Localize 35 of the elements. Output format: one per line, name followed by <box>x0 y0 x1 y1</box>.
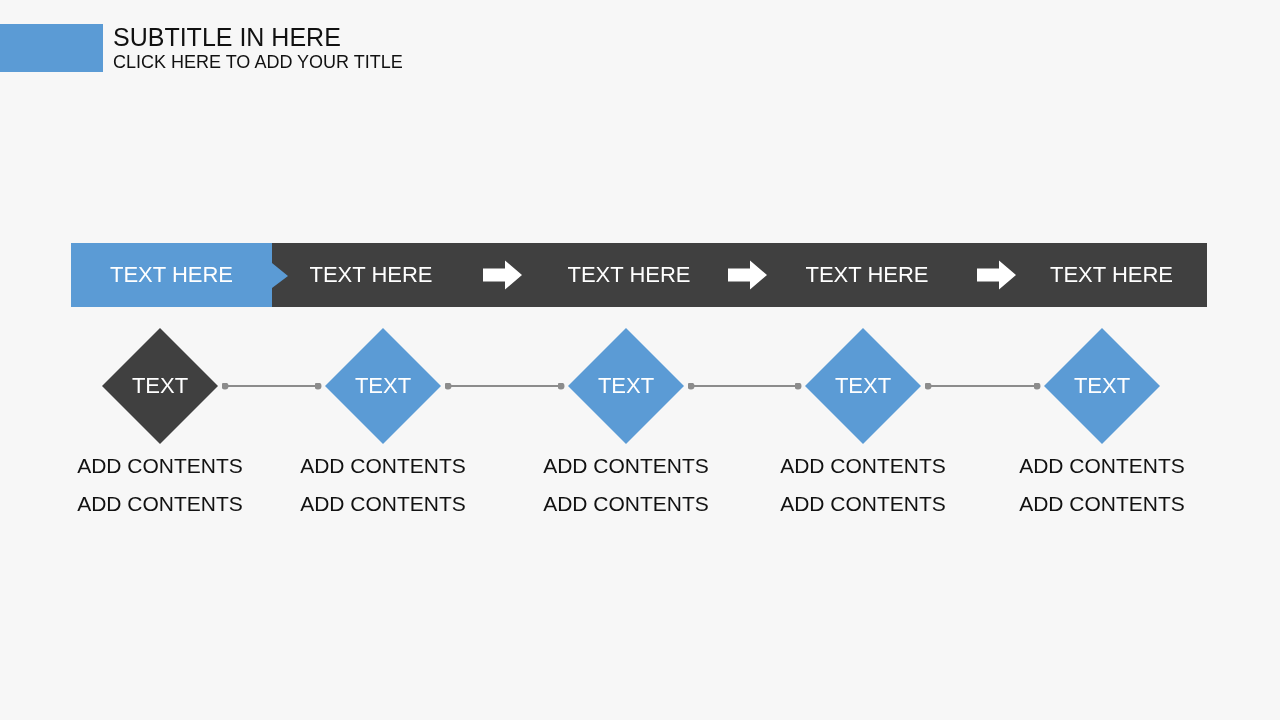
step-description: ADD CONTENTS <box>780 454 946 478</box>
diamond-label: TEXT <box>834 373 892 399</box>
connector-line <box>221 382 322 390</box>
step-description: ADD CONTENTS <box>543 492 709 516</box>
step-description: ADD CONTENTS <box>780 492 946 516</box>
block-arrow <box>728 260 767 290</box>
connector-line <box>687 382 802 390</box>
block-arrow <box>483 260 522 290</box>
connector-line <box>444 382 565 390</box>
step-title: TEXT HERE <box>1049 262 1174 288</box>
step-description: ADD CONTENTS <box>300 492 466 516</box>
step-description: ADD CONTENTS <box>77 492 243 516</box>
step-diamond <box>568 328 684 444</box>
step-title: TEXT HERE <box>567 262 691 288</box>
step-description: ADD CONTENTS <box>543 454 709 478</box>
diamond-label: TEXT <box>354 373 412 399</box>
step-diamond <box>102 328 218 444</box>
step-title: TEXT HERE <box>805 262 929 288</box>
diamond-label: TEXT <box>131 373 189 399</box>
step-description: ADD CONTENTS <box>1019 454 1185 478</box>
step-description: ADD CONTENTS <box>300 454 466 478</box>
connector-line <box>924 382 1041 390</box>
step-description: ADD CONTENTS <box>77 454 243 478</box>
diamond-label: TEXT <box>597 373 655 399</box>
step-diamond <box>325 328 441 444</box>
slide-subtitle: CLICK HERE TO ADD YOUR TITLE <box>113 52 403 73</box>
block-arrow <box>977 260 1016 290</box>
arrow-tab <box>71 243 288 307</box>
step-title: TEXT HERE <box>109 262 234 288</box>
slide-title: SUBTITLE IN HERE <box>113 22 342 52</box>
step-title: TEXT HERE <box>309 262 433 288</box>
step-description: ADD CONTENTS <box>1019 492 1185 516</box>
step-diamond <box>1044 328 1160 444</box>
diamond-label: TEXT <box>1073 373 1131 399</box>
step-diamond <box>805 328 921 444</box>
